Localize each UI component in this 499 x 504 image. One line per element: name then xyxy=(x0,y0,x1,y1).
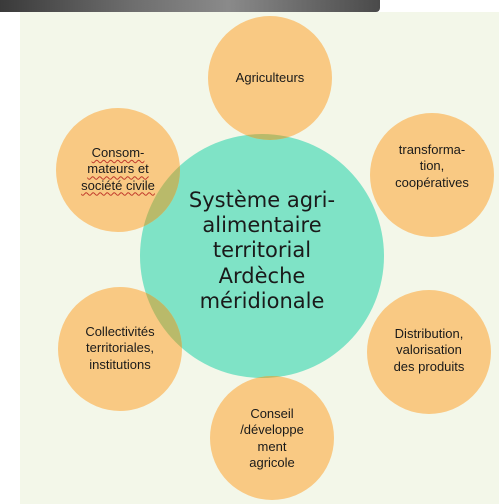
node-label-consommateurs: Consom- mateurs et société civile xyxy=(81,145,155,193)
node-label-conseil: Conseil /développe ment agricole xyxy=(240,406,304,470)
node-label-distribution: Distribution, valorisation des produits xyxy=(393,326,465,374)
node-label-transformation: transforma- tion, coopératives xyxy=(395,142,469,190)
center-circle xyxy=(140,134,384,378)
outer-circles xyxy=(56,16,494,500)
center-label: Système agri- alimentaire territorial Ar… xyxy=(188,188,336,313)
node-circle-consommateurs xyxy=(56,108,180,232)
node-circle-distribution xyxy=(367,290,491,414)
node-circle-agriculteurs xyxy=(208,16,332,140)
node-circle-collectivites xyxy=(58,287,182,411)
node-label-collectivites: Collectivités territoriales, institution… xyxy=(85,324,155,372)
node-circle-conseil xyxy=(210,376,334,500)
photo-strip xyxy=(0,0,380,12)
node-label-agriculteurs: Agriculteurs xyxy=(235,70,305,85)
node-circle-transformation xyxy=(370,113,494,237)
